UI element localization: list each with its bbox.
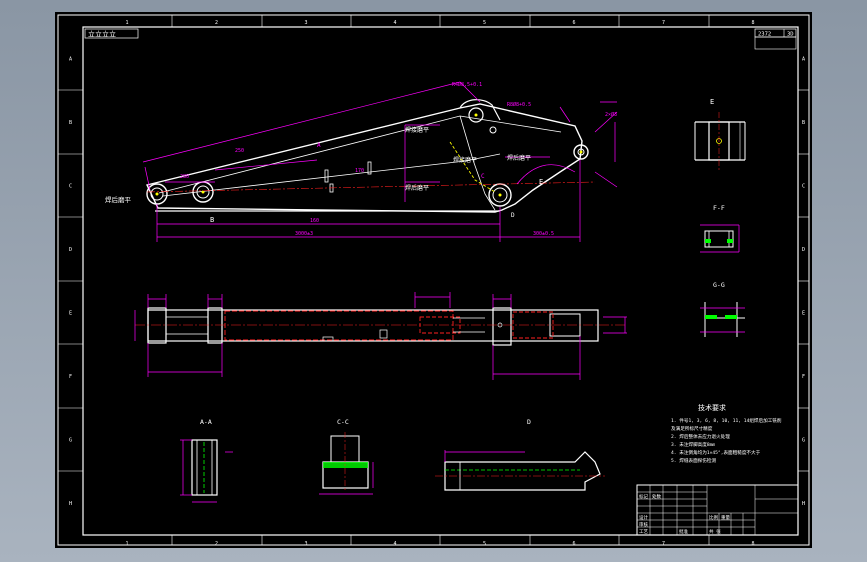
tb-cell-8: 重量 xyxy=(721,514,730,521)
top-stamp-box xyxy=(84,28,139,39)
column-marker: 6 xyxy=(573,20,576,26)
row-marker: H xyxy=(802,501,805,507)
cad-viewport[interactable]: 1 1 2 2 3 3 4 4 5 5 6 6 7 7 8 8 A A B B C C D D E E F F G G H H 立立立立 2… xyxy=(55,12,812,548)
row-marker: D xyxy=(802,247,805,253)
row-marker: C xyxy=(802,184,805,190)
dim-top-right: R8Ø8+0.5 xyxy=(507,101,531,108)
column-marker: 2 xyxy=(215,20,218,26)
column-marker: 2 xyxy=(215,541,218,547)
column-marker: 5 xyxy=(483,541,486,547)
tb-cell-4: 审核 xyxy=(639,521,648,528)
plan-view[interactable] xyxy=(134,292,627,380)
outer-border xyxy=(57,14,810,546)
row-marker: G xyxy=(69,438,72,444)
row-marker: H xyxy=(69,501,72,507)
weld-label-1: 焊后磨平 xyxy=(105,195,132,204)
main-dimensions xyxy=(142,81,618,242)
column-marker: 6 xyxy=(573,541,576,547)
dim-280: 280 xyxy=(180,174,189,180)
dim-length: 3000±3 xyxy=(295,231,313,237)
row-marker: B xyxy=(69,120,72,126)
tb-cell-1: 标记 xyxy=(639,493,648,500)
section-gg-label: G-G xyxy=(713,281,725,289)
sheet-number-2: 3D xyxy=(787,32,794,38)
label-e: E xyxy=(539,178,543,186)
view-d-label: D xyxy=(527,418,531,426)
row-marker: A xyxy=(69,57,72,63)
label-b: B xyxy=(210,216,214,224)
section-ff-label: F-F xyxy=(713,204,725,212)
dim-170: 170 xyxy=(355,168,364,174)
row-marker: G xyxy=(802,438,805,444)
row-marker: C xyxy=(69,184,72,190)
tech-requirement-line: 3. 未注焊脚高度8mm xyxy=(671,441,715,448)
section-gg-view[interactable]: G-G xyxy=(700,281,745,337)
drawing-canvas: 1 1 2 2 3 3 4 4 5 5 6 6 7 7 8 8 A A B B C C D D E E F F G G H H 立立立立 2… xyxy=(57,14,810,547)
row-marker: E xyxy=(69,311,72,317)
row-markers: A A B B C C D D E E F F G G H H xyxy=(58,57,809,507)
main-elevation-view[interactable]: 焊后磨平 焊接磨平 焊接磨平 焊后磨平 焊后磨平 R4Ø8,5+0.1 R8Ø8… xyxy=(105,81,618,242)
row-marker: A xyxy=(802,57,805,63)
section-cc-view[interactable]: C-C xyxy=(319,418,374,495)
column-marker: 1 xyxy=(126,20,129,26)
dim-250: 250 xyxy=(235,148,244,154)
tb-cell-6: 批准 xyxy=(679,528,688,535)
column-marker: 4 xyxy=(394,20,397,26)
label-a: A xyxy=(317,142,321,149)
row-marker: D xyxy=(69,247,72,253)
label-d: D xyxy=(511,212,515,219)
section-aa-label: A-A xyxy=(200,418,212,426)
tb-cell-7: 比例 xyxy=(709,514,718,521)
label-c: C xyxy=(481,173,485,180)
column-marker: 3 xyxy=(305,541,308,547)
tech-title: 技术要求 xyxy=(698,403,726,412)
tb-cell-3: 设计 xyxy=(639,514,648,521)
top-stamp-text: 立立立立 xyxy=(88,30,116,39)
column-marker: 4 xyxy=(394,541,397,547)
row-marker: F xyxy=(69,374,72,380)
arm-outline xyxy=(145,103,583,213)
plan-outline xyxy=(147,309,599,342)
column-marker: 8 xyxy=(752,20,755,26)
plan-dimensions xyxy=(134,292,627,380)
section-e-label: E xyxy=(710,98,714,106)
tb-cell-2: 处数 xyxy=(652,493,661,500)
row-marker: E xyxy=(802,311,805,317)
tb-cell-9: 共 张 xyxy=(709,528,721,535)
weld-label-5: 焊后磨平 xyxy=(405,184,429,192)
dim-top-left: R4Ø8,5+0.1 xyxy=(452,81,482,88)
column-marker: 8 xyxy=(752,541,755,547)
dim-160: 160 xyxy=(310,218,319,224)
right-pin-boss[interactable] xyxy=(573,144,589,160)
column-marker: 3 xyxy=(305,20,308,26)
tech-requirement-line: 2. 焊后整体去应力退火处理 xyxy=(671,433,730,440)
title-block: 标记 处数 设计 审核 工艺 批准 比例 重量 共 张 xyxy=(636,484,799,536)
sheet-number: 2372 xyxy=(758,32,771,38)
section-aa-view[interactable]: A-A xyxy=(180,418,233,503)
row-marker: B xyxy=(802,120,805,126)
weld-label-4: 焊后磨平 xyxy=(507,154,531,162)
column-markers: 1 1 2 2 3 3 4 4 5 5 6 6 7 7 8 8 xyxy=(126,15,755,547)
section-cc-label: C-C xyxy=(337,418,349,426)
tech-requirement-line: 4. 未注倒角均为1×45°,表面粗糙度不大于 xyxy=(671,449,761,456)
section-ff-view[interactable]: F-F xyxy=(700,204,740,253)
tech-requirement-line: 及满足所标尺寸精度 xyxy=(671,425,713,432)
column-marker: 7 xyxy=(662,541,665,547)
section-e-view[interactable]: E xyxy=(694,98,746,172)
column-marker: 5 xyxy=(483,20,486,26)
tb-cell-5: 工艺 xyxy=(639,529,648,535)
weld-label-2: 焊接磨平 xyxy=(405,126,429,134)
top-lug-hole[interactable] xyxy=(468,107,484,123)
view-d[interactable]: D xyxy=(435,418,605,491)
row-marker: F xyxy=(802,374,805,380)
dim-right: 2×Ø3 xyxy=(605,111,617,118)
tech-requirement-line: 5. 焊缝表面探伤检测 xyxy=(671,457,716,464)
column-marker: 1 xyxy=(126,541,129,547)
weld-label-3: 焊接磨平 xyxy=(453,156,477,164)
dim-right-bottom: 300±0.5 xyxy=(533,231,554,237)
tech-requirements: 技术要求 1. 件号1, 3, 6, 8, 10, 11, 14组焊后加工铣削 … xyxy=(671,403,782,464)
column-marker: 7 xyxy=(662,20,665,26)
tech-requirement-line: 1. 件号1, 3, 6, 8, 10, 11, 14组焊后加工铣削 xyxy=(671,417,782,424)
